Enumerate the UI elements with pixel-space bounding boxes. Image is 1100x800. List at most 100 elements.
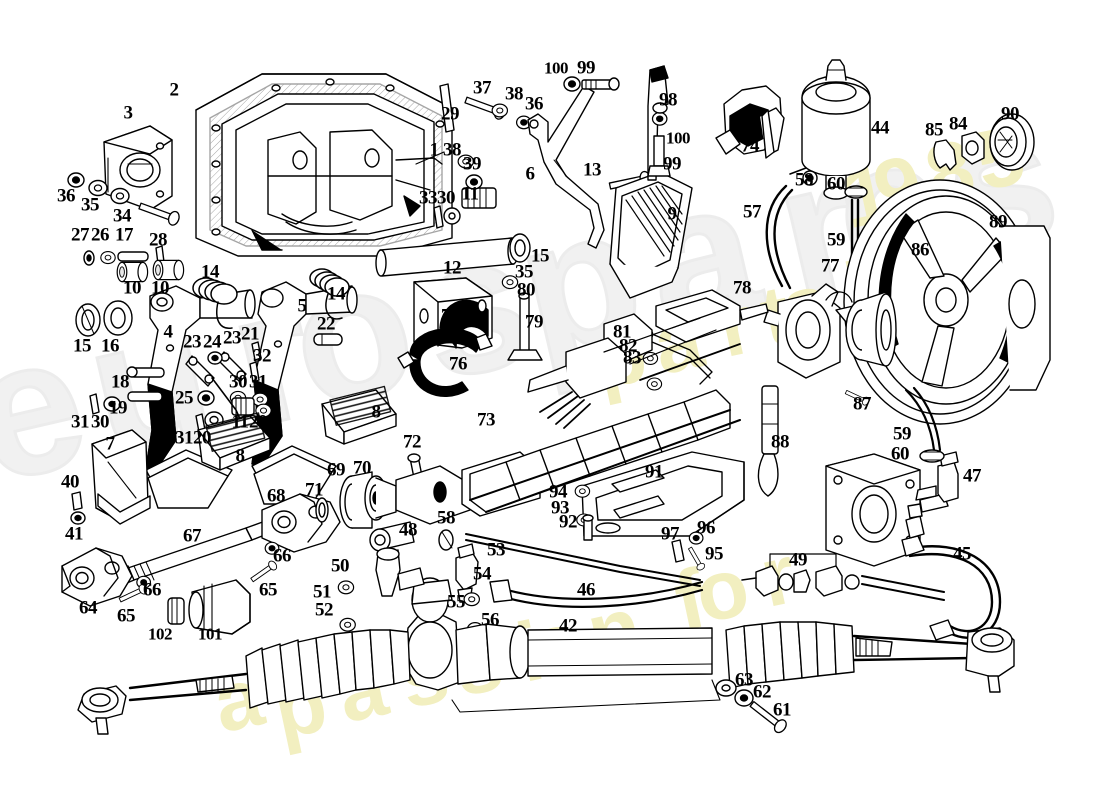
callout-number-52: 52 xyxy=(315,599,334,621)
part-60-clamp xyxy=(844,185,868,199)
part-35b-washer xyxy=(110,187,130,205)
callout-number-61: 61 xyxy=(773,699,792,721)
callout-number-83: 83 xyxy=(623,347,642,369)
callout-number-65: 65 xyxy=(259,579,278,601)
callout-number-95: 95 xyxy=(705,543,724,565)
part-17-pin xyxy=(117,251,149,262)
part-27-clip xyxy=(83,250,95,266)
callout-number-75: 75 xyxy=(441,305,460,327)
callout-number-31: 31 xyxy=(71,411,90,433)
callout-number-69: 69 xyxy=(327,459,346,481)
part-85-contact xyxy=(933,139,957,171)
part-92-bolt xyxy=(582,514,594,541)
part-46-hose xyxy=(489,579,704,608)
callout-number-23: 23 xyxy=(183,331,202,353)
part-31c-pin xyxy=(89,393,100,415)
part-26-washer xyxy=(100,251,116,265)
part-30b-washer xyxy=(103,396,121,412)
callout-number-59: 59 xyxy=(893,423,912,445)
part-11-bush xyxy=(231,397,255,416)
callout-number-60: 60 xyxy=(827,173,846,195)
callout-number-12: 12 xyxy=(443,257,462,279)
callout-number-102: 102 xyxy=(148,624,173,644)
callout-number-88: 88 xyxy=(771,431,790,453)
callout-number-3: 3 xyxy=(123,102,134,124)
part-49-fittings xyxy=(741,553,945,601)
part-55-washer xyxy=(463,592,480,607)
part-19-pin xyxy=(127,391,163,402)
callout-number-98: 98 xyxy=(659,89,678,111)
part-24-bush xyxy=(207,351,223,365)
callout-number-29: 29 xyxy=(441,103,460,125)
part-48-rod-end xyxy=(369,521,415,552)
part-58b-clip xyxy=(438,529,454,551)
callout-number-72: 72 xyxy=(403,431,422,453)
callout-number-55: 55 xyxy=(447,591,466,613)
callout-number-9: 9 xyxy=(667,203,678,225)
callout-number-27: 27 xyxy=(71,224,90,246)
callout-number-90: 90 xyxy=(1001,103,1020,125)
callout-number-19: 19 xyxy=(109,397,128,419)
callout-number-8: 8 xyxy=(235,445,246,467)
callout-number-85: 85 xyxy=(925,119,944,141)
callout-number-82: 82 xyxy=(619,335,638,357)
part-6-brake-lever xyxy=(527,85,605,249)
callout-number-97: 97 xyxy=(661,523,680,545)
part-73-steering-column xyxy=(395,389,741,525)
part-79-bolt xyxy=(507,292,543,361)
callout-number-11: 11 xyxy=(461,183,479,205)
callout-number-26: 26 xyxy=(91,224,110,246)
part-63-washer xyxy=(715,679,737,697)
part-100b-nut xyxy=(651,111,668,126)
part-98-lever xyxy=(647,65,669,181)
part-lever-pin xyxy=(652,102,668,114)
callout-number-7: 7 xyxy=(105,433,116,455)
callout-number-50: 50 xyxy=(331,555,350,577)
part-40-pin xyxy=(71,491,83,511)
callout-number-91: 91 xyxy=(645,461,664,483)
part-14-spring xyxy=(192,268,350,329)
callout-number-36: 36 xyxy=(57,185,76,207)
callout-number-84: 84 xyxy=(949,113,968,135)
callout-number-13: 13 xyxy=(583,159,602,181)
callout-number-20: 20 xyxy=(193,427,212,449)
callout-number-47: 47 xyxy=(963,465,982,487)
part-74-ignition-switch xyxy=(715,85,785,159)
part-47-fitting xyxy=(915,451,959,503)
part-76-clamp xyxy=(397,328,493,397)
callout-number-35: 35 xyxy=(81,194,100,216)
callout-number-99: 99 xyxy=(663,153,682,175)
callout-number-59: 59 xyxy=(827,229,846,251)
callout-number-10: 10 xyxy=(123,277,142,299)
part-99-bolt xyxy=(581,77,620,91)
callout-number-21: 21 xyxy=(241,323,260,345)
part-90-horn-button xyxy=(989,113,1035,171)
part-57-hose xyxy=(765,184,794,290)
callout-number-46: 46 xyxy=(577,579,596,601)
callout-number-41: 41 xyxy=(65,523,84,545)
callout-number-79: 79 xyxy=(525,311,544,333)
part-88-lever xyxy=(757,385,779,497)
part-59b-hose xyxy=(904,386,942,452)
callout-number-51: 51 xyxy=(313,581,332,603)
callout-number-87: 87 xyxy=(853,393,872,415)
callout-number-6: 6 xyxy=(525,163,536,185)
part-32-pin xyxy=(249,361,260,383)
part-64-universal-joint xyxy=(61,547,133,607)
callout-number-18: 18 xyxy=(111,371,130,393)
callout-number-101: 101 xyxy=(198,624,223,644)
callout-number-34: 34 xyxy=(113,205,132,227)
callout-number-93: 93 xyxy=(551,497,570,519)
callout-number-31: 31 xyxy=(249,371,268,393)
callout-number-20: 20 xyxy=(249,411,268,433)
part-9-accelerator-pad xyxy=(609,171,693,299)
callout-number-14: 14 xyxy=(327,283,346,305)
callout-number-4: 4 xyxy=(163,321,174,343)
part-5-pedal-arm xyxy=(251,281,358,505)
callout-number-45: 45 xyxy=(953,543,972,565)
part-7-throttle-pedal xyxy=(91,429,151,525)
callout-number-5: 5 xyxy=(297,295,308,317)
part-23-link xyxy=(185,355,215,387)
callout-number-14: 14 xyxy=(201,261,220,283)
